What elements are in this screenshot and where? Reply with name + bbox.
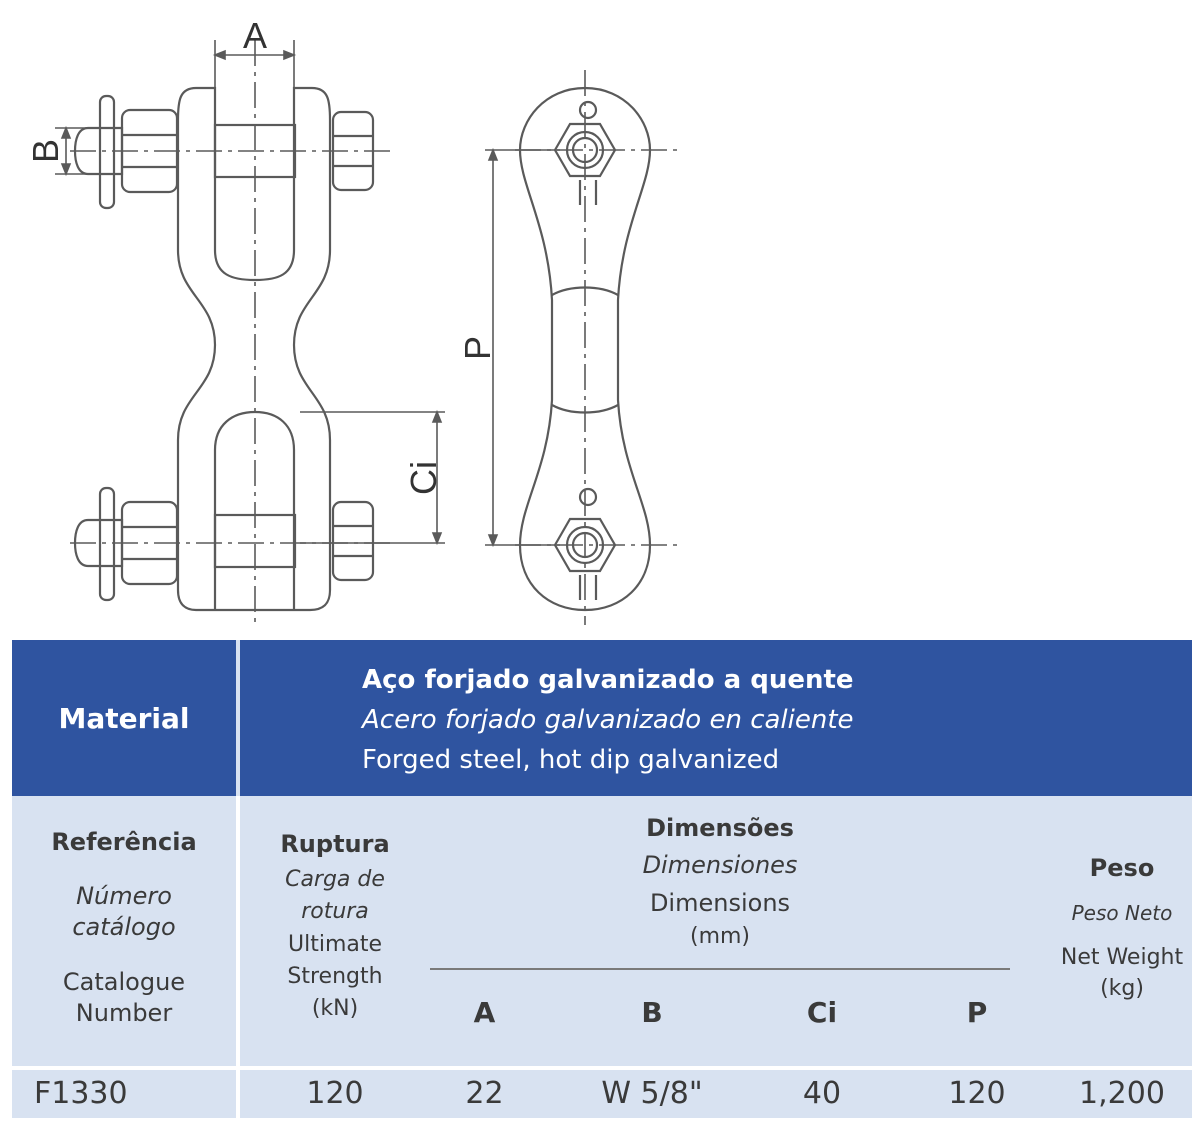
spec-table: Material Aço forjado galvanizado a quent… [12,640,1192,1118]
front-view-outline [176,86,332,612]
ref-header-pt: Referência [51,828,197,856]
rupture-header-en-2: Strength [287,964,383,989]
technical-drawing: A B Ci P [25,15,680,625]
dim-label-p: P [457,336,498,360]
weight-header-en: Net Weight [1060,945,1184,970]
rupture-header-unit: (kN) [311,996,359,1021]
dim-label-b: B [25,139,66,163]
cell-a: 22 [465,1076,504,1111]
rupture-header-en-1: Ultimate [287,932,383,957]
material-pt: Aço forjado galvanizado a quente [362,665,854,695]
ref-header-es-1: Número [76,882,172,910]
ref-header-en-1: Catalogue [62,968,186,996]
column-divider [236,1070,240,1118]
dim-col-ci: Ci [806,996,838,1029]
material-description: Aço forjado galvanizado a quente Acero f… [362,660,854,780]
shackle-drawing: A B Ci P [25,15,680,625]
cell-ci: 40 [802,1076,842,1111]
cell-b: W 5/8" [601,1076,703,1111]
cell-weight: 1,200 [1079,1076,1165,1111]
ref-header-es-2: catálogo [72,913,176,941]
dimensions-header-pt: Dimensões [646,814,794,842]
material-es: Acero forjado galvanizado en caliente [362,705,854,735]
column-divider [236,640,240,796]
dim-col-p: P [966,996,988,1029]
dimensions-divider [430,968,1010,970]
dimensions-header-es: Dimensiones [642,851,798,879]
dim-label-a: A [243,15,267,56]
dimensions-header-en: Dimensions [649,889,791,917]
ref-header-en-2: Number [75,999,173,1027]
material-label: Material [58,701,190,735]
weight-header-pt: Peso [1089,854,1155,882]
dim-col-b: B [641,996,663,1029]
dimensions-header-unit: (mm) [689,924,751,949]
material-en: Forged steel, hot dip galvanized [362,745,780,775]
header-row: Referência Número catálogo Catalogue Num… [12,796,1192,1066]
table-row [12,1070,1192,1118]
material-row: Material Aço forjado galvanizado a quent… [12,640,1192,796]
dim-col-a: A [473,996,496,1029]
weight-header-es: Peso Neto [1071,901,1173,925]
column-divider [236,796,240,1066]
dim-label-ci: Ci [403,461,444,495]
cell-rupture: 120 [306,1076,364,1111]
rupture-header-es-1: Carga de [285,867,385,892]
cell-p: 120 [948,1076,1006,1111]
weight-header-unit: (kg) [1100,976,1144,1001]
cell-ref: F1330 [34,1076,128,1111]
rupture-header-es-2: rotura [301,899,369,924]
rupture-header-pt: Ruptura [280,830,390,858]
